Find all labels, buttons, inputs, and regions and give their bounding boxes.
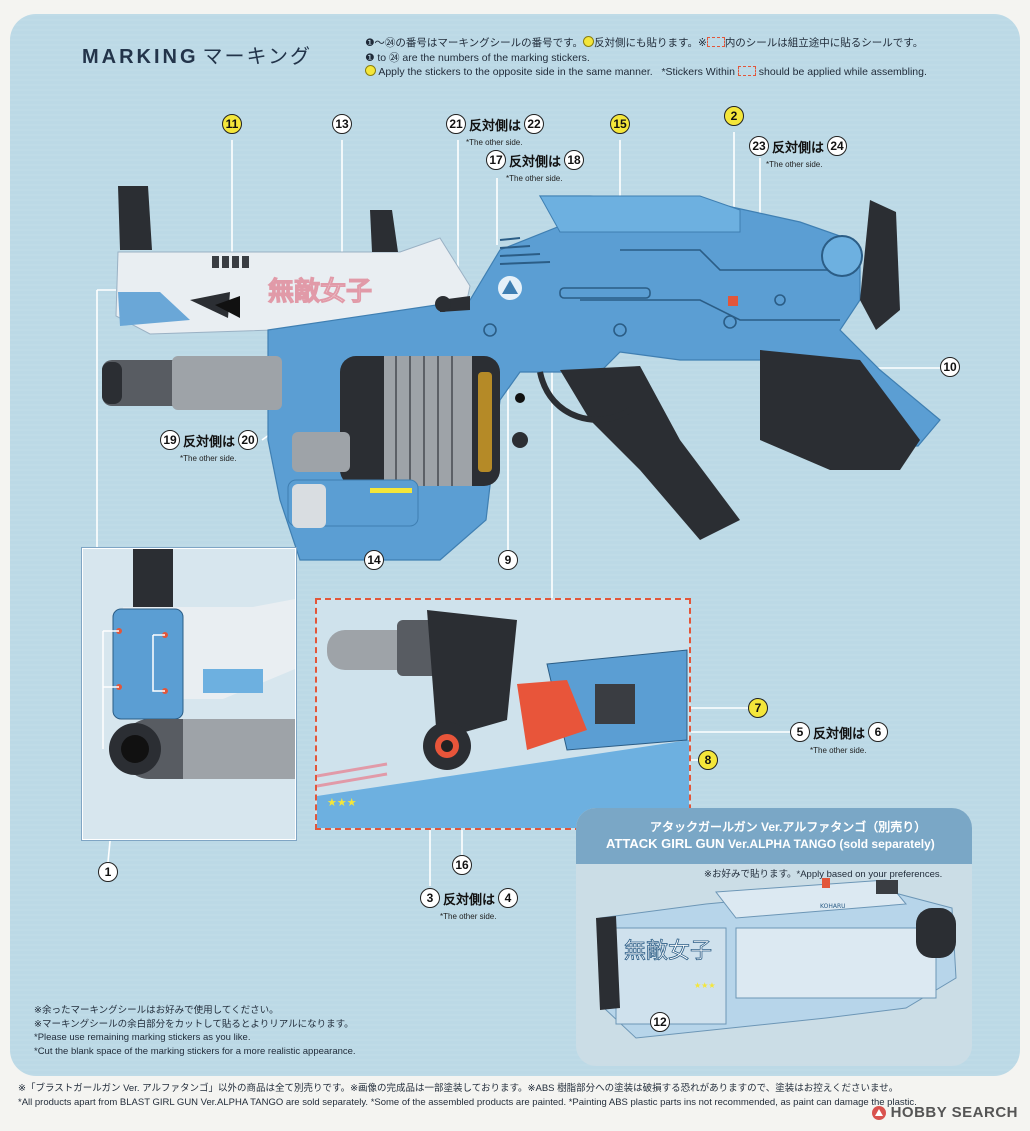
other-side-23: *The other side. xyxy=(766,160,823,169)
yellow-marker-icon xyxy=(365,65,376,76)
marking-panel xyxy=(10,14,1020,1076)
note-en-2: *Cut the blank space of the marking stic… xyxy=(34,1045,356,1057)
stars-decal: ★★★ xyxy=(327,796,357,809)
callout-12: 12 xyxy=(650,1012,670,1032)
other-side-21: *The other side. xyxy=(466,138,523,147)
callout-16: 16 xyxy=(452,855,472,875)
koharu-decal: KOHARU xyxy=(820,903,846,910)
footer-jp: ※「ブラストガールガン Ver. アルファタンゴ」以外の商品は全て別売りです。※… xyxy=(18,1083,899,1094)
callout-13: 13 xyxy=(332,114,352,134)
kanji-decal-alpha: 無敵女子 xyxy=(624,939,712,964)
watermark-text: HOBBY SEARCH xyxy=(890,1104,1018,1121)
intro-text: ❶～㉔の番号はマーキングシールの番号です。反対側にも貼ります。※内のシールは組立… xyxy=(365,36,1005,80)
callout-11: 11 xyxy=(222,114,242,134)
callout-8: 8 xyxy=(698,750,718,770)
dashed-box-icon xyxy=(706,37,725,47)
other-side-3: *The other side. xyxy=(440,912,497,921)
stars-decal-alpha: ★★★ xyxy=(694,981,716,990)
watermark: HOBBY SEARCH xyxy=(871,1104,1018,1121)
title-en: MARKING xyxy=(82,46,199,68)
callout-7: 7 xyxy=(748,698,768,718)
callout-10: 10 xyxy=(940,357,960,377)
alpha-title-jp: アタックガールガン Ver.アルファタンゴ（別売り） xyxy=(650,820,927,834)
alpha-gun-image: 無敵女子 ★★★ KOHARU xyxy=(596,878,957,1039)
rear-sight-detail xyxy=(102,549,295,779)
intro-jp: ❶～㉔の番号はマーキングシールの番号です。反対側にも貼ります。※内のシールは組立… xyxy=(365,36,924,49)
callout-1: 1 xyxy=(98,862,118,882)
footer-en: *All products apart from BLAST GIRL GUN … xyxy=(18,1097,917,1108)
yellow-marker-icon xyxy=(583,36,595,47)
alpha-title-en: ATTACK GIRL GUN Ver.ALPHA TANGO (sold se… xyxy=(606,836,935,851)
callout-2: 2 xyxy=(724,106,744,126)
inset-rear-sight xyxy=(82,548,296,840)
title-jp: マーキング xyxy=(202,46,312,68)
intro-en-2: Apply the stickers to the opposite side … xyxy=(365,65,1005,80)
intro-en-1: ❶ to ㉔ are the numbers of the marking st… xyxy=(365,51,590,64)
note-en-1: *Please use remaining marking stickers a… xyxy=(34,1032,251,1043)
note-jp-1: ※余ったマーキングシールはお好みで使用してください。 xyxy=(34,1005,279,1016)
gun-body: 無敵女子 xyxy=(102,186,941,561)
note-jp-2: ※マーキングシールの余白部分をカットして貼るとよりリアルになります。 xyxy=(34,1018,354,1030)
alpha-header xyxy=(576,808,972,864)
usage-notes: ※余ったマーキングシールはお好みで使用してください。 ※マーキングシールの余白部… xyxy=(34,1004,356,1058)
dashed-box-icon xyxy=(737,66,756,76)
callout-15: 15 xyxy=(610,114,630,134)
inset-assembly-stickers: ★★★ xyxy=(315,598,691,830)
alpha-tango-panel: アタックガールガン Ver.アルファタンゴ（別売り） ATTACK GIRL G… xyxy=(576,808,972,1066)
kanji-decal: 無敵女子 xyxy=(268,276,372,307)
other-side-17: *The other side. xyxy=(506,174,563,183)
alpha-note: ※お好みで貼ります。*Apply based on your preferenc… xyxy=(704,869,943,880)
assembly-detail: ★★★ xyxy=(317,610,689,828)
hobby-search-logo-icon xyxy=(871,1105,886,1120)
other-side-5: *The other side. xyxy=(810,746,867,755)
other-side-19: *The other side. xyxy=(180,454,237,463)
callout-14: 14 xyxy=(364,550,384,570)
callout-9: 9 xyxy=(498,550,518,570)
footer-disclaimer: ※「ブラストガールガン Ver. アルファタンゴ」以外の商品は全て別売りです。※… xyxy=(18,1082,917,1110)
